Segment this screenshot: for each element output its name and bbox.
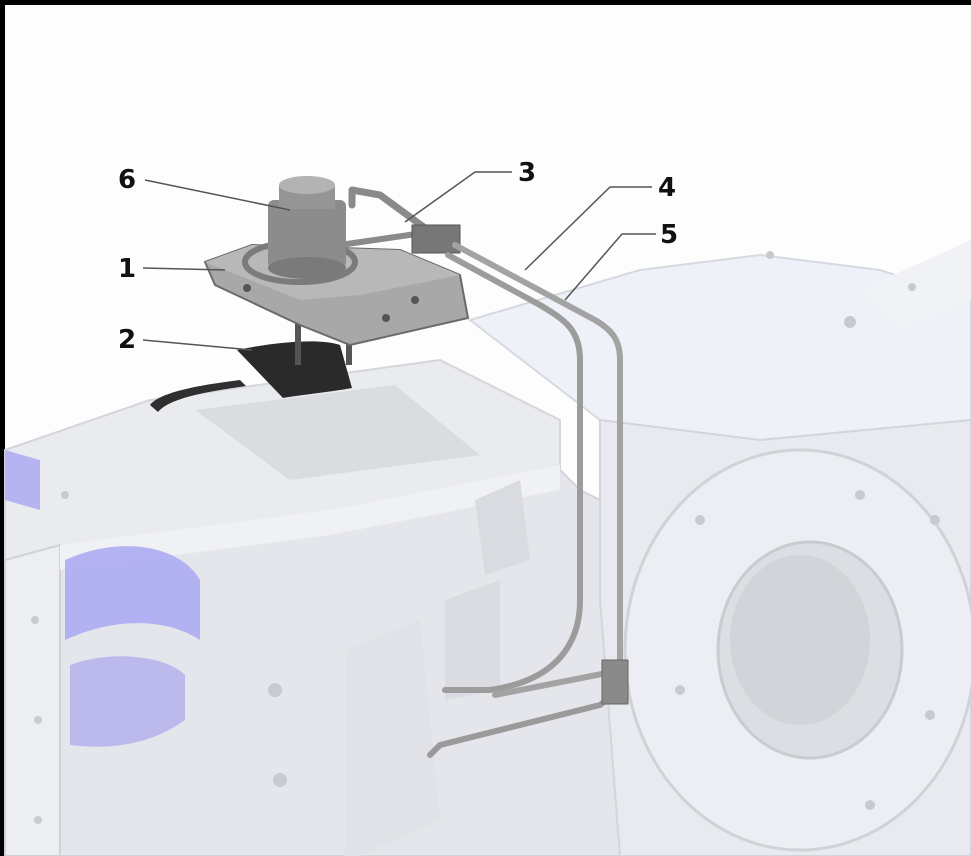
rib-teeth bbox=[445, 580, 500, 700]
bracket-strap bbox=[150, 380, 246, 412]
leader-lines bbox=[142, 171, 656, 351]
housing-left-rim bbox=[4, 543, 61, 856]
callout-6: 6 bbox=[118, 165, 136, 195]
leader-3 bbox=[404, 171, 512, 223]
housing-top-recess bbox=[195, 385, 480, 480]
blue-bracket-lower bbox=[70, 656, 185, 747]
leader-2 bbox=[142, 339, 253, 351]
pump-body bbox=[268, 200, 346, 268]
pipe-5 bbox=[452, 242, 623, 698]
blue-edge-left bbox=[5, 450, 40, 510]
callout-1: 1 bbox=[118, 254, 136, 284]
rib-plate bbox=[345, 620, 440, 856]
mounting-bracket bbox=[150, 320, 352, 412]
leader-5 bbox=[564, 233, 656, 301]
pipe-fitting bbox=[411, 224, 461, 254]
bracket-bolt bbox=[295, 320, 301, 365]
bolt-holes bbox=[31, 251, 940, 824]
leader-4 bbox=[524, 186, 652, 271]
callout-5: 5 bbox=[660, 220, 678, 250]
callout-2: 2 bbox=[118, 325, 136, 355]
plate-bolt-2 bbox=[411, 296, 419, 304]
bearing-bore bbox=[730, 555, 870, 725]
bracket-plate bbox=[237, 341, 352, 398]
bracket-bolt-2 bbox=[346, 335, 352, 365]
pump-body-bottom bbox=[268, 257, 346, 279]
housing-back-bar bbox=[860, 240, 971, 330]
plate-bolt bbox=[382, 314, 390, 322]
transmission-housing bbox=[4, 240, 971, 856]
pump-cap-face bbox=[279, 176, 335, 194]
callout-labels: 6 1 2 3 4 5 bbox=[118, 158, 678, 355]
pump-assembly bbox=[203, 176, 470, 347]
housing-ledge bbox=[60, 465, 560, 570]
pipe-4 bbox=[442, 252, 583, 693]
leader-1 bbox=[142, 267, 226, 271]
callout-4: 4 bbox=[658, 173, 676, 203]
pipe-lines bbox=[337, 186, 629, 758]
callout-3: 3 bbox=[518, 158, 536, 188]
plate-bolt-3 bbox=[243, 284, 251, 292]
blue-bracket-upper bbox=[65, 546, 200, 640]
pipe-clamp bbox=[601, 659, 629, 705]
leader-6 bbox=[144, 179, 291, 211]
rib-bracket bbox=[475, 480, 530, 575]
